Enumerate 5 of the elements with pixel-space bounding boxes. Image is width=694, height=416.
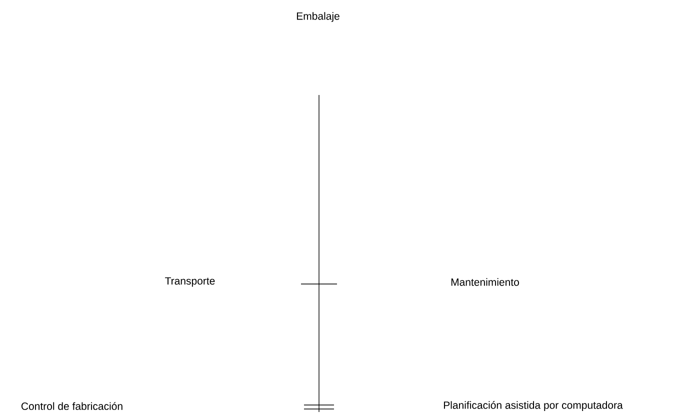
label-text: Control de fabricación: [21, 402, 122, 410]
label-text: Planificación asistida por computadora: [444, 401, 623, 411]
label-text: Mantenimiento: [451, 278, 519, 286]
label-text: Embalaje: [296, 12, 340, 22]
label-text: Transporte: [165, 277, 215, 287]
